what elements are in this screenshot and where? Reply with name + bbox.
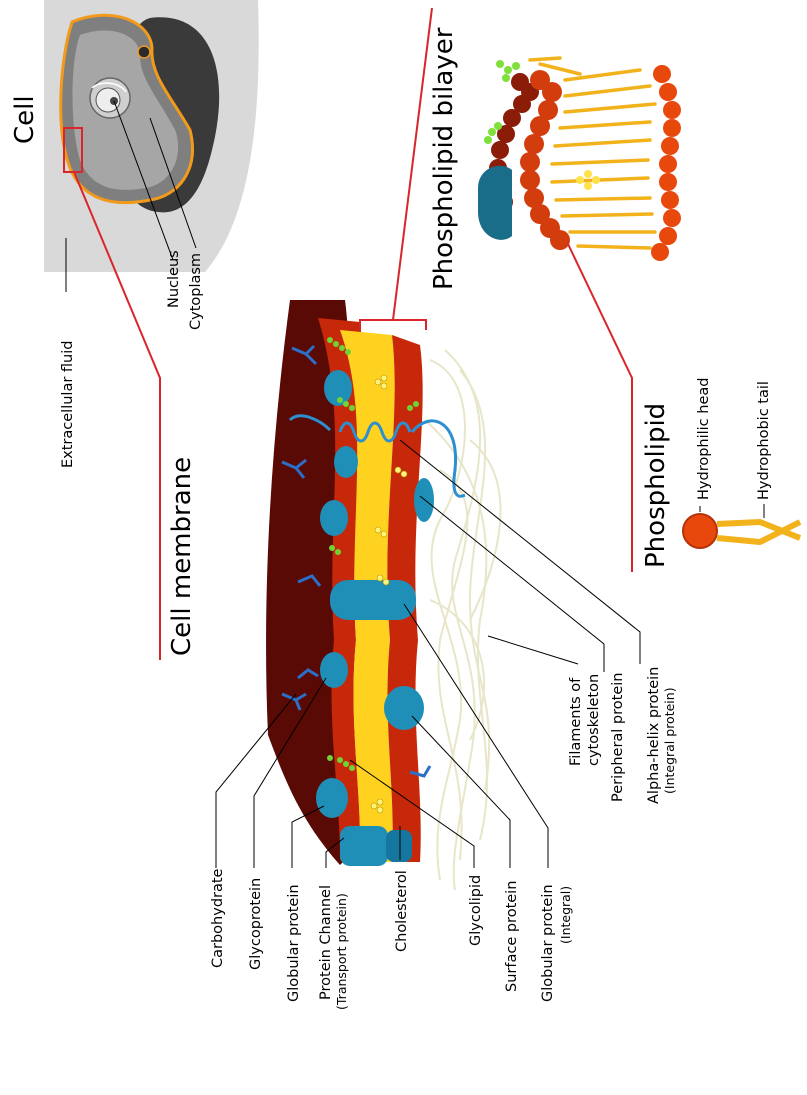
- organelle: [138, 46, 150, 58]
- label-filaments-line2: cytoskeleton: [586, 674, 602, 766]
- label-cholesterol: Cholesterol: [394, 870, 410, 952]
- hydrophilic-head: [683, 514, 717, 548]
- label-globular-protein-integral: Globular protein: [540, 884, 556, 1002]
- label-cytoplasm: Cytoplasm: [188, 253, 204, 330]
- label-protein-channel: Protein Channel: [318, 885, 334, 1000]
- globular-protein-3: [320, 500, 348, 536]
- label-glycolipid: Glycolipid: [468, 875, 484, 946]
- surface-protein: [384, 686, 424, 730]
- label-glycoprotein: Glycoprotein: [248, 878, 264, 970]
- label-hydrophobic-tail: Hydrophobic tail: [756, 381, 772, 500]
- bilayer-to-phospholipid-connector: [568, 244, 632, 572]
- title-cell: Cell: [10, 95, 40, 144]
- nucleus: [90, 78, 130, 118]
- label-surface-protein: Surface protein: [504, 881, 520, 992]
- hydrophobic-tail: [717, 522, 800, 542]
- integral-globular-protein: [330, 580, 416, 620]
- label-protein-channel-sub: (Transport protein): [334, 893, 349, 1010]
- label-globular-protein: Globular protein: [286, 884, 302, 1002]
- label-peripheral-protein: Peripheral protein: [610, 673, 626, 802]
- phospholipid-molecule: [683, 504, 800, 548]
- title-phospholipid: Phospholipid: [641, 403, 671, 568]
- title-phospholipid-bilayer: Phospholipid bilayer: [429, 27, 459, 290]
- bilayer-protein: [478, 166, 512, 240]
- label-filaments-line1: Filaments of: [568, 677, 584, 766]
- label-hydrophilic-head: Hydrophilic head: [696, 378, 712, 500]
- label-nucleus: Nucleus: [166, 250, 182, 308]
- protein-channel: [340, 826, 412, 866]
- globular-protein-4: [334, 446, 358, 478]
- cytoskeleton-filaments: [425, 350, 500, 890]
- label-alpha-helix-protein: Alpha-helix protein: [646, 667, 662, 804]
- label-extracellular-fluid: Extracellular fluid: [60, 341, 76, 468]
- title-cell-membrane: Cell membrane: [167, 457, 197, 656]
- label-alpha-helix-protein-sub: (Integral protein): [662, 687, 677, 794]
- bilayer-bracket: [360, 8, 432, 330]
- label-globular-protein-integral-sub: (Integral): [558, 886, 573, 944]
- cell-illustration: [44, 0, 259, 660]
- globular-protein-2: [320, 652, 348, 688]
- label-carbohydrate: Carbohydrate: [210, 868, 226, 968]
- membrane-illustration: [266, 8, 500, 890]
- globular-protein: [316, 778, 348, 818]
- peripheral-protein: [414, 478, 434, 522]
